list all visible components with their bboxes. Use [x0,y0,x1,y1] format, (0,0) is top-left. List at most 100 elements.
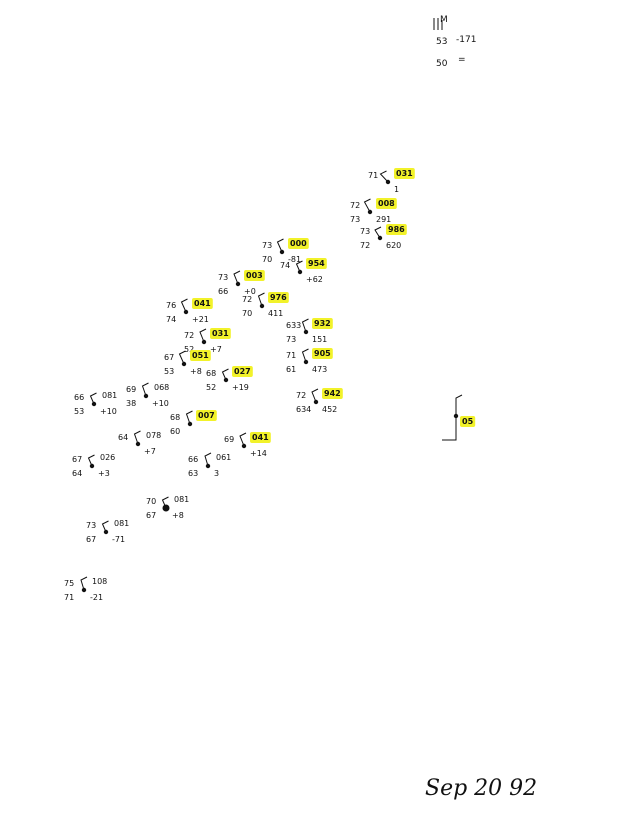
station-value-tr: 986 [388,225,405,234]
station-value-br: 291 [376,215,391,224]
station-value-tl: 70 [146,497,156,506]
station-dot [367,209,373,215]
pressure-highlight [460,416,476,427]
station-value-tl: 72 [184,331,194,340]
station-value-bl: 52 [184,345,194,354]
station-dot [385,179,391,185]
legend-line: M [440,15,448,25]
station-value-tl: 69 [126,385,136,394]
station-value-tl: 67 [164,353,174,362]
station-value-tl: 75 [64,579,74,588]
wind-barb [276,238,284,253]
station-value-tl: 74 [280,261,290,270]
wind-barb [101,520,109,533]
station-value-br: 473 [312,365,327,374]
station-value-br: +21 [192,315,209,324]
station-value-tl: 73 [218,273,228,282]
station-dot [91,401,97,407]
pressure-highlight [190,350,211,361]
pressure-highlight [250,432,271,443]
station-value-tl: 66 [188,455,198,464]
legend-line: 53 [436,37,447,47]
station-dot [223,377,229,383]
pressure-highlight [288,238,309,249]
pressure-highlight [210,328,231,339]
station-dot [377,235,383,241]
station-value-bl: 70 [262,255,272,264]
station-value-tl: 71 [286,351,296,360]
station-dot [143,393,149,399]
station-value-br: -81 [288,255,301,264]
station-value-br: -71 [112,535,125,544]
corner-legend: M 53 -171 50 = [433,15,476,69]
station-value-tr: 942 [324,389,341,398]
wind-barb [141,382,149,397]
station-value-tr: 031 [212,329,229,338]
station-value-br: +7 [144,447,156,456]
station-value-tl: 76 [166,301,176,310]
station-value-tl: 73 [86,521,96,530]
station-value-br: 1 [394,185,399,194]
station-value-bl: 53 [74,407,84,416]
station-dot [81,587,87,593]
station-value-tl: 633 [286,321,301,330]
pressure-highlight [192,298,213,309]
station-value-tr: 061 [216,453,231,462]
station-value-tr: 905 [314,349,331,358]
station-value-bl: 72 [360,241,370,250]
station-dot [183,309,189,315]
wind-barb [311,388,319,403]
station-value-br: +62 [306,275,323,284]
station-dot [89,463,95,469]
pressure-highlight [244,270,265,281]
station-value-tr: 027 [234,367,251,376]
wind-barb [363,198,371,213]
station-value-bl: 71 [64,593,74,602]
wind-barb [221,368,229,381]
station-value-br: +8 [172,511,184,520]
station-value-tr: 008 [378,199,395,208]
pressure-highlight [386,224,407,235]
legend-line: 50 [436,59,448,69]
station-value-tl: 72 [350,201,360,210]
station-value-bl: 63 [188,469,198,478]
pressure-highlight [196,410,217,421]
legend-line: = [458,55,466,65]
station-value-tr: 081 [114,519,129,528]
wind-barb [89,392,97,405]
station-value-tl: 73 [360,227,370,236]
station-plot: 71 031 1 [368,168,415,194]
wind-barb [178,350,186,365]
station-dot [181,361,187,367]
wind-barb [133,430,141,445]
station-dot [241,443,247,449]
pressure-highlight [394,168,415,179]
wind-barb [301,348,309,363]
station-value-br: +10 [152,399,169,408]
station-value-tr: 000 [290,239,307,248]
station-value-br: +0 [244,287,256,296]
station-value-tl: 66 [74,393,84,402]
station-value-br: 151 [312,335,327,344]
station-value-tl: 71 [368,171,378,180]
station-value-tl: 72 [242,295,252,304]
station-value-bl: 38 [126,399,136,408]
station-value-tr: 031 [396,169,413,178]
station-value-tr: 108 [92,577,107,586]
station-value-tr: 007 [198,411,215,420]
station-plot: 71 905 61 473 [286,348,333,374]
station-value-bl: 61 [286,365,296,374]
station-dot [135,441,141,447]
station-value-tr: 041 [252,433,269,442]
